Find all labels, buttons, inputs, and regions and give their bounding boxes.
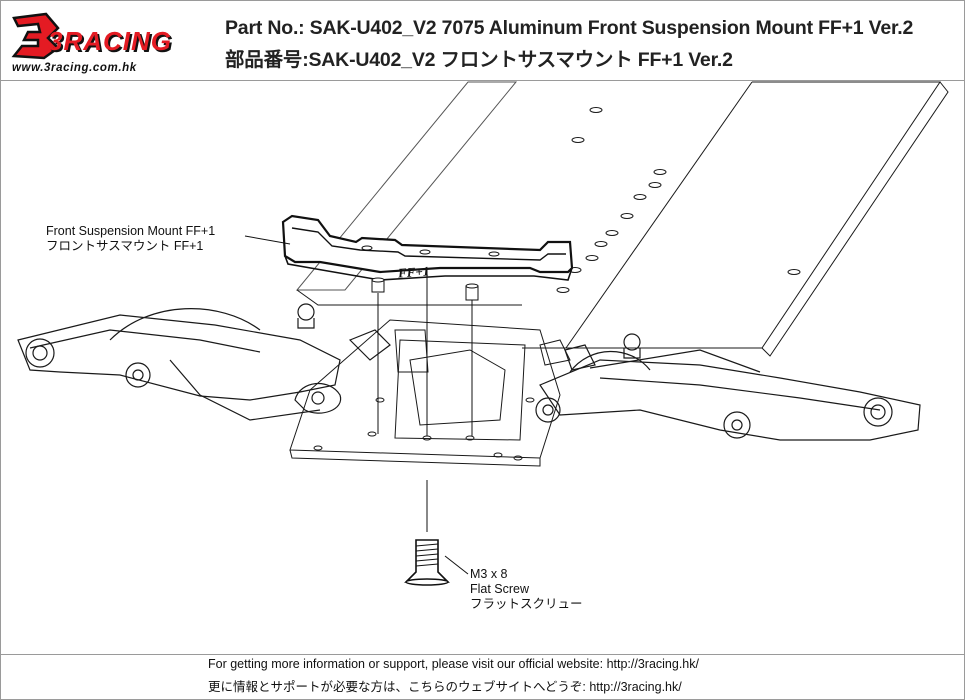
footer-divider	[0, 654, 965, 655]
mount-callout-line2: フロントサスマウント FF+1	[46, 239, 204, 253]
mount-callout-label: Front Suspension Mount FF+1 フロントサスマウント F…	[46, 224, 215, 254]
footer-info-jp: 更に情報とサポートが必要な方は、こちらのウェブサイトへどうぞ: http://3…	[208, 680, 682, 694]
3racing-logo-mark-icon	[11, 12, 60, 60]
brand-logo: 3RACING www.3racing.com.hk	[8, 12, 208, 74]
logo-website: www.3racing.com.hk	[12, 62, 137, 74]
left-suspension-arm	[17, 303, 391, 421]
screw-callout-line2: Flat Screw	[470, 582, 530, 596]
page-title-en: Part No.: SAK-U402_V2 7075 Aluminum Fron…	[225, 17, 914, 39]
screw-callout-line1: M3 x 8	[470, 567, 508, 581]
chassis-holes	[313, 107, 801, 461]
m3-flat-screw-part	[404, 539, 450, 586]
page-title-jp: 部品番号:SAK-U402_V2 フロントサスマウント FF+1 Ver.2	[225, 49, 733, 71]
front-suspension-mount-part: FF+1	[281, 214, 574, 301]
assembly-guide-lines	[244, 235, 473, 575]
logo-wordmark: 3RACING	[48, 26, 173, 56]
screw-callout-line3: フラットスクリュー	[470, 597, 583, 611]
mount-callout-line1: Front Suspension Mount FF+1	[46, 224, 216, 238]
right-suspension-arm	[535, 333, 921, 441]
chassis-plate	[289, 81, 949, 467]
screw-callout-label: M3 x 8 Flat Screw フラットスクリュー	[470, 567, 583, 612]
header-divider	[0, 80, 965, 81]
mount-engraving: FF+1	[396, 263, 429, 280]
footer-info-en: For getting more information or support,…	[208, 657, 699, 671]
